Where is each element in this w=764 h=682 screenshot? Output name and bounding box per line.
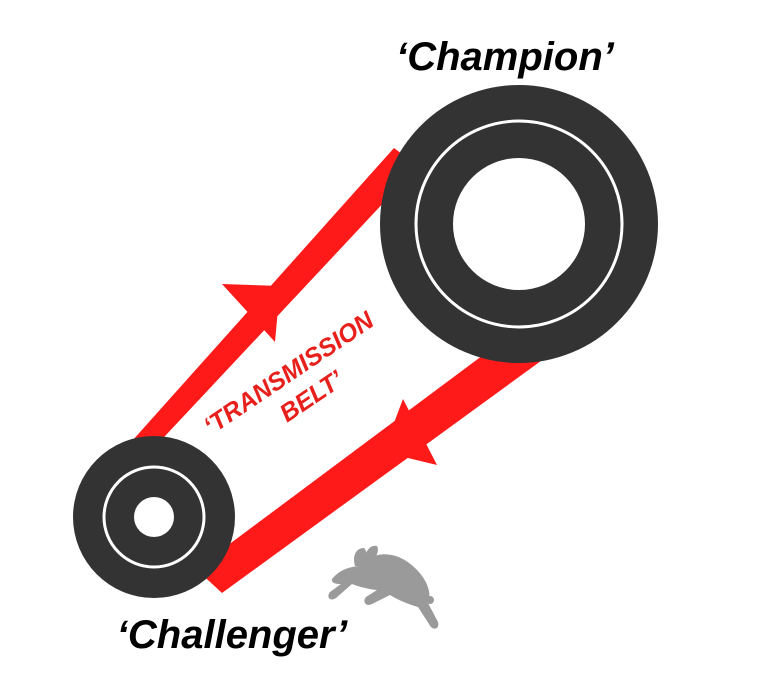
- belt-lower-arrow-icon: [383, 399, 437, 465]
- transmission-belt: [90, 148, 578, 593]
- challenger-label: ‘Challenger’: [117, 613, 348, 657]
- rabbit-icon: [328, 545, 439, 629]
- champion-wheel: [380, 85, 658, 363]
- champion-label: ‘Champion’: [396, 35, 615, 79]
- challenger-wheel: [73, 436, 235, 598]
- belt-upper-arrow-icon: [222, 284, 280, 342]
